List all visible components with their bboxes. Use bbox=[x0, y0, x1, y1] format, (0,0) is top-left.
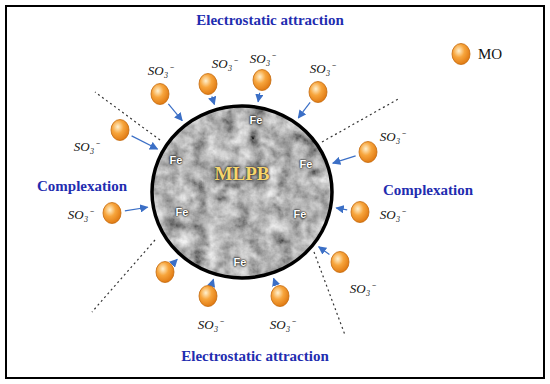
mechanism-label: Electrostatic attraction bbox=[181, 348, 329, 365]
ion-label: SO₃⁻ bbox=[148, 61, 172, 79]
legend-swatch bbox=[450, 42, 472, 66]
attraction-arrow bbox=[298, 102, 310, 118]
element-label: Fe bbox=[294, 208, 307, 220]
attraction-arrow bbox=[168, 104, 182, 121]
ion-label: SO₃⁻ bbox=[212, 54, 236, 72]
attraction-arrow bbox=[212, 279, 213, 283]
particle-border bbox=[152, 106, 332, 278]
mechanism-label: Complexation bbox=[383, 182, 473, 199]
dye-molecule bbox=[151, 84, 169, 105]
ion-label: SO₃⁻ bbox=[250, 49, 274, 67]
dye-molecule bbox=[199, 74, 217, 95]
ion-label: SO₃⁻ bbox=[270, 315, 294, 333]
ion-label: SO₃⁻ bbox=[350, 279, 374, 297]
dashed-divider bbox=[92, 240, 155, 312]
element-label: Fe bbox=[250, 114, 263, 126]
attraction-arrow bbox=[336, 208, 347, 210]
attraction-arrow bbox=[258, 93, 260, 102]
dye-molecule bbox=[309, 82, 327, 103]
adsorbate-group bbox=[103, 70, 377, 307]
dye-molecule bbox=[199, 286, 217, 307]
frame-border bbox=[6, 6, 544, 378]
ion-label: SO₃⁻ bbox=[198, 315, 222, 333]
attraction-arrow bbox=[212, 96, 215, 104]
dye-molecule bbox=[156, 262, 174, 283]
ion-label: SO₃⁻ bbox=[380, 205, 404, 223]
particle-outline bbox=[150, 104, 334, 280]
element-label: Fe bbox=[300, 158, 313, 170]
dye-molecule bbox=[253, 70, 271, 91]
legend-entry: MO bbox=[450, 42, 502, 66]
material-label: MLPB bbox=[215, 163, 270, 185]
attraction-arrow bbox=[132, 136, 158, 149]
dye-molecule bbox=[103, 203, 121, 224]
mechanism-label: Electrostatic attraction bbox=[196, 12, 344, 29]
dashed-divider bbox=[95, 92, 160, 140]
ion-label: SO₃⁻ bbox=[310, 59, 334, 77]
attraction-arrow bbox=[125, 207, 148, 211]
element-label: Fe bbox=[170, 154, 183, 166]
dye-molecule bbox=[452, 44, 470, 65]
attraction-arrow bbox=[333, 156, 356, 163]
ion-label: SO₃⁻ bbox=[380, 127, 404, 145]
attraction-arrow bbox=[274, 278, 276, 283]
element-label: Fe bbox=[176, 206, 189, 218]
sector-dividers bbox=[92, 92, 400, 335]
sem-texture bbox=[152, 106, 332, 278]
attraction-arrow bbox=[174, 259, 177, 262]
ion-label: SO₃⁻ bbox=[68, 205, 92, 223]
ion-label: SO₃⁻ bbox=[74, 137, 98, 155]
dye-molecule bbox=[351, 202, 369, 223]
dye-molecule bbox=[111, 120, 129, 141]
adsorbent-particle: MLPBFeFeFeFeFeFe bbox=[150, 104, 334, 280]
attraction-arrow bbox=[319, 247, 330, 255]
dye-molecule bbox=[271, 286, 289, 307]
mechanism-label: Complexation bbox=[37, 178, 127, 195]
dye-molecule bbox=[359, 142, 377, 163]
legend-text: MO bbox=[478, 46, 502, 63]
element-label: Fe bbox=[234, 256, 247, 268]
dye-molecule bbox=[331, 252, 349, 273]
